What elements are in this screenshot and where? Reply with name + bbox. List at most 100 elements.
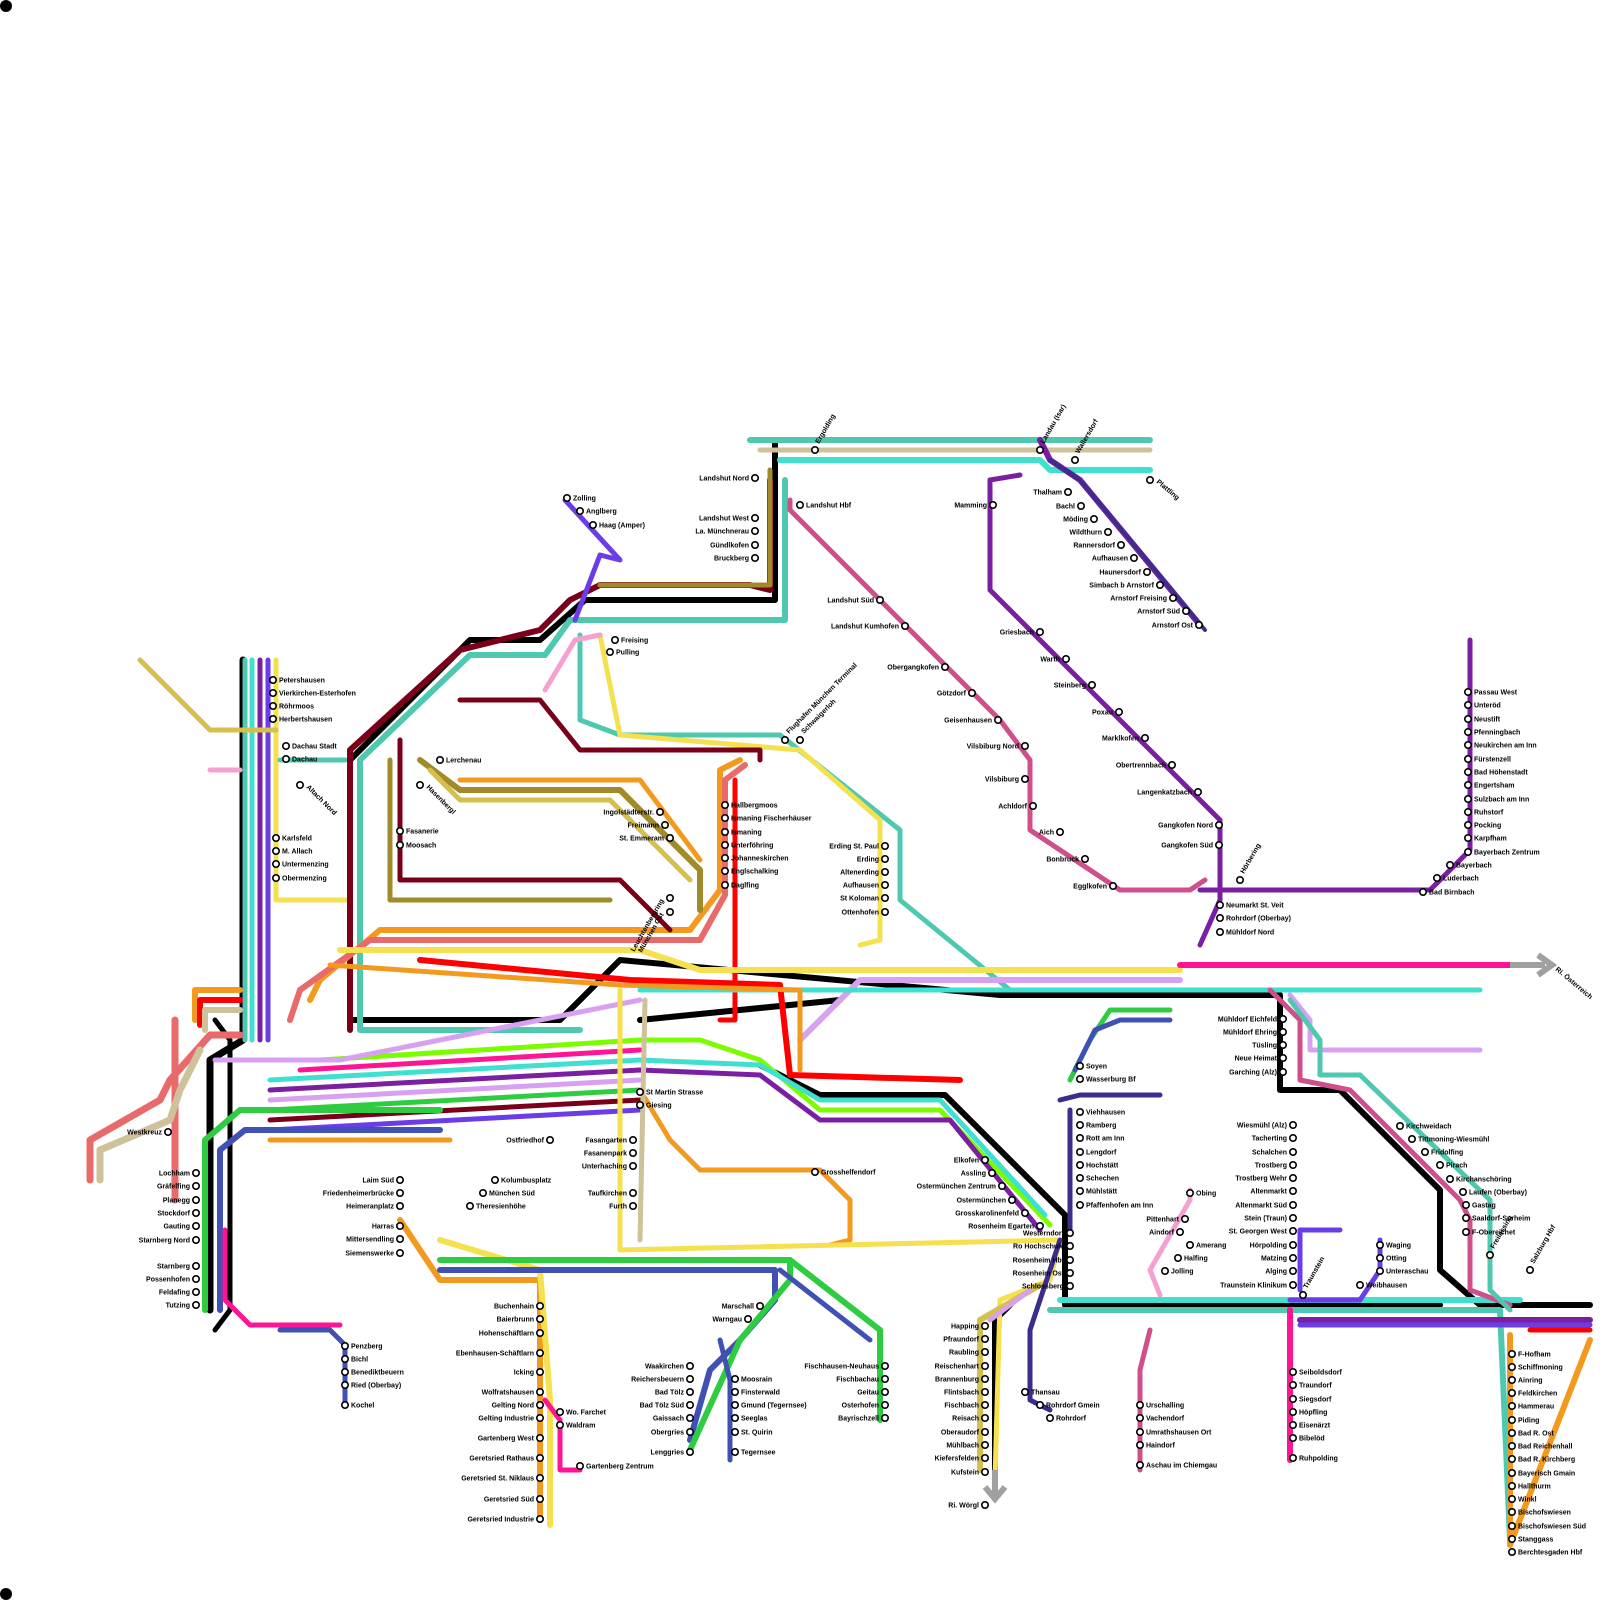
station-marker-flughafen[interactable] [782, 737, 788, 743]
station-marker-waakirchen[interactable] [687, 1363, 693, 1369]
station-marker-aufhausen_e[interactable] [882, 882, 888, 888]
station-marker-friedenheimer[interactable] [397, 1190, 403, 1196]
station-marker-bischofswiesen[interactable] [1509, 1509, 1515, 1515]
station-marker-st_georgen_west[interactable] [1290, 1228, 1296, 1234]
station-marker-lengdorf[interactable] [1077, 1149, 1083, 1155]
station-marker-waldram[interactable] [557, 1422, 563, 1428]
station-marker-bad_r_ost[interactable] [1509, 1430, 1515, 1436]
station-marker-ergolding[interactable] [812, 447, 818, 453]
station-marker-zolling[interactable] [564, 495, 570, 501]
station-marker-pulling[interactable] [607, 649, 613, 655]
station-marker-haag_amper[interactable] [590, 522, 596, 528]
station-marker-feldkirchen[interactable] [1509, 1390, 1515, 1396]
station-marker-otting[interactable] [1377, 1255, 1383, 1261]
station-marker-alging[interactable] [1290, 1268, 1296, 1274]
station-marker-bad_birnbach[interactable] [1420, 889, 1426, 895]
station-marker-muehlbach[interactable] [982, 1442, 988, 1448]
station-marker-neumarkt[interactable] [1217, 902, 1223, 908]
station-marker-ro_hochschule[interactable] [1067, 1243, 1073, 1249]
station-marker-langenkatzbach[interactable] [1195, 789, 1201, 795]
station-marker-aufhausen_n[interactable] [1131, 555, 1137, 561]
station-marker-obergries[interactable] [687, 1429, 693, 1435]
station-marker-baierbrunn[interactable] [537, 1316, 543, 1322]
station-marker-rosenheim_hbf[interactable] [1067, 1257, 1073, 1263]
station-marker-passau_west[interactable] [1465, 689, 1471, 695]
station-marker-tittmoning[interactable] [1409, 1136, 1415, 1142]
station-marker-wasserburg_bf[interactable] [1077, 1076, 1083, 1082]
station-marker-bad_r_kirchberg[interactable] [1509, 1456, 1515, 1462]
station-marker-obermenzing[interactable] [273, 875, 279, 881]
station-marker-pfraundorf[interactable] [982, 1336, 988, 1342]
station-marker-garching_alz[interactable] [1280, 1069, 1286, 1075]
station-marker-geretsried_rathaus[interactable] [537, 1455, 543, 1461]
station-marker-muenchen_sued[interactable] [480, 1190, 486, 1196]
station-marker-bayrischzell[interactable] [882, 1415, 888, 1421]
station-marker-brannenburg[interactable] [982, 1376, 988, 1382]
station-marker-freising[interactable] [612, 637, 618, 643]
station-marker-icking[interactable] [537, 1369, 543, 1375]
station-marker-karlsfeld[interactable] [273, 835, 279, 841]
station-marker-thansau[interactable] [1022, 1389, 1028, 1395]
station-marker-arnstorf_freising[interactable] [1170, 595, 1176, 601]
station-marker-harras[interactable] [397, 1223, 403, 1229]
station-marker-hochstaett[interactable] [1077, 1162, 1083, 1168]
station-marker-schiffmoning[interactable] [1509, 1364, 1515, 1370]
station-marker-graefelfing[interactable] [193, 1183, 199, 1189]
station-marker-warth[interactable] [1063, 656, 1069, 662]
station-marker-ruhpolding[interactable] [1290, 1455, 1296, 1461]
station-marker-karpfham[interactable] [1465, 835, 1471, 841]
station-marker-gangkofen_sued[interactable] [1216, 842, 1222, 848]
station-marker-oberaudorf[interactable] [982, 1429, 988, 1435]
station-marker-allach[interactable] [273, 848, 279, 854]
station-marker-theresienhoehe[interactable] [467, 1203, 473, 1209]
station-marker-fischhausen[interactable] [882, 1363, 888, 1369]
station-marker-landshut_sued[interactable] [877, 597, 883, 603]
station-marker-schechen[interactable] [1077, 1175, 1083, 1181]
station-marker-aich[interactable] [1057, 829, 1063, 835]
station-marker-benediktbeuern[interactable] [342, 1369, 348, 1375]
station-marker-starnberg_nord[interactable] [193, 1237, 199, 1243]
station-marker-landshut_nord[interactable] [752, 475, 758, 481]
station-marker-halfing[interactable] [1175, 1255, 1181, 1261]
station-marker-saaldorf[interactable] [1463, 1215, 1469, 1221]
station-marker-aindorf[interactable] [1177, 1229, 1183, 1235]
station-marker-dachau_stadt[interactable] [283, 743, 289, 749]
station-marker-guendlkofen[interactable] [752, 542, 758, 548]
station-marker-gartenberg_zentrum[interactable] [577, 1463, 583, 1469]
station-marker-freimann[interactable] [662, 822, 668, 828]
station-marker-ri_woergl[interactable] [982, 1502, 988, 1508]
station-marker-moosrain[interactable] [732, 1376, 738, 1382]
station-marker-bayerbach[interactable] [1447, 862, 1453, 868]
station-marker-reisach[interactable] [982, 1415, 988, 1421]
station-marker-fasanerie[interactable] [397, 828, 403, 834]
station-marker-moosach[interactable] [397, 842, 403, 848]
station-marker-kiefersfelden[interactable] [982, 1455, 988, 1461]
station-marker-obertrennbach[interactable] [1169, 762, 1175, 768]
station-marker-hohenschaeftlarn[interactable] [537, 1330, 543, 1336]
station-marker-marschall[interactable] [757, 1303, 763, 1309]
station-marker-traunstein_klinikum[interactable] [1290, 1282, 1296, 1288]
station-marker-rohrdorf_gmein[interactable] [1037, 1402, 1043, 1408]
station-marker-sulzbach[interactable] [1465, 796, 1471, 802]
station-marker-moeding[interactable] [1091, 516, 1097, 522]
station-marker-ostermuenchen_z[interactable] [999, 1183, 1005, 1189]
station-marker-stockdorf[interactable] [193, 1210, 199, 1216]
station-marker-flintsbach[interactable] [982, 1389, 988, 1395]
station-marker-ruhstorf[interactable] [1465, 809, 1471, 815]
station-marker-gangkofen_nord[interactable] [1216, 822, 1222, 828]
station-marker-engertsham[interactable] [1465, 782, 1471, 788]
station-marker-tuesling[interactable] [1280, 1042, 1286, 1048]
station-marker-altach_nord[interactable] [297, 782, 303, 788]
station-marker-westerndorf[interactable] [1067, 1230, 1073, 1236]
station-marker-stein_traun[interactable] [1290, 1215, 1296, 1221]
station-marker-ismaning_fh[interactable] [722, 815, 728, 821]
station-marker-fuerstenzell[interactable] [1465, 756, 1471, 762]
station-marker-landshut_kumhofen[interactable] [902, 623, 908, 629]
station-marker-vilsbiburg[interactable] [1022, 776, 1028, 782]
station-marker-mittersendling[interactable] [397, 1236, 403, 1242]
station-marker-fischbachau[interactable] [882, 1376, 888, 1382]
station-marker-anglberg[interactable] [577, 508, 583, 514]
station-marker-luderbach[interactable] [1434, 875, 1440, 881]
station-marker-arnstorf_sued[interactable] [1183, 608, 1189, 614]
station-marker-stanggass[interactable] [1509, 1536, 1515, 1542]
